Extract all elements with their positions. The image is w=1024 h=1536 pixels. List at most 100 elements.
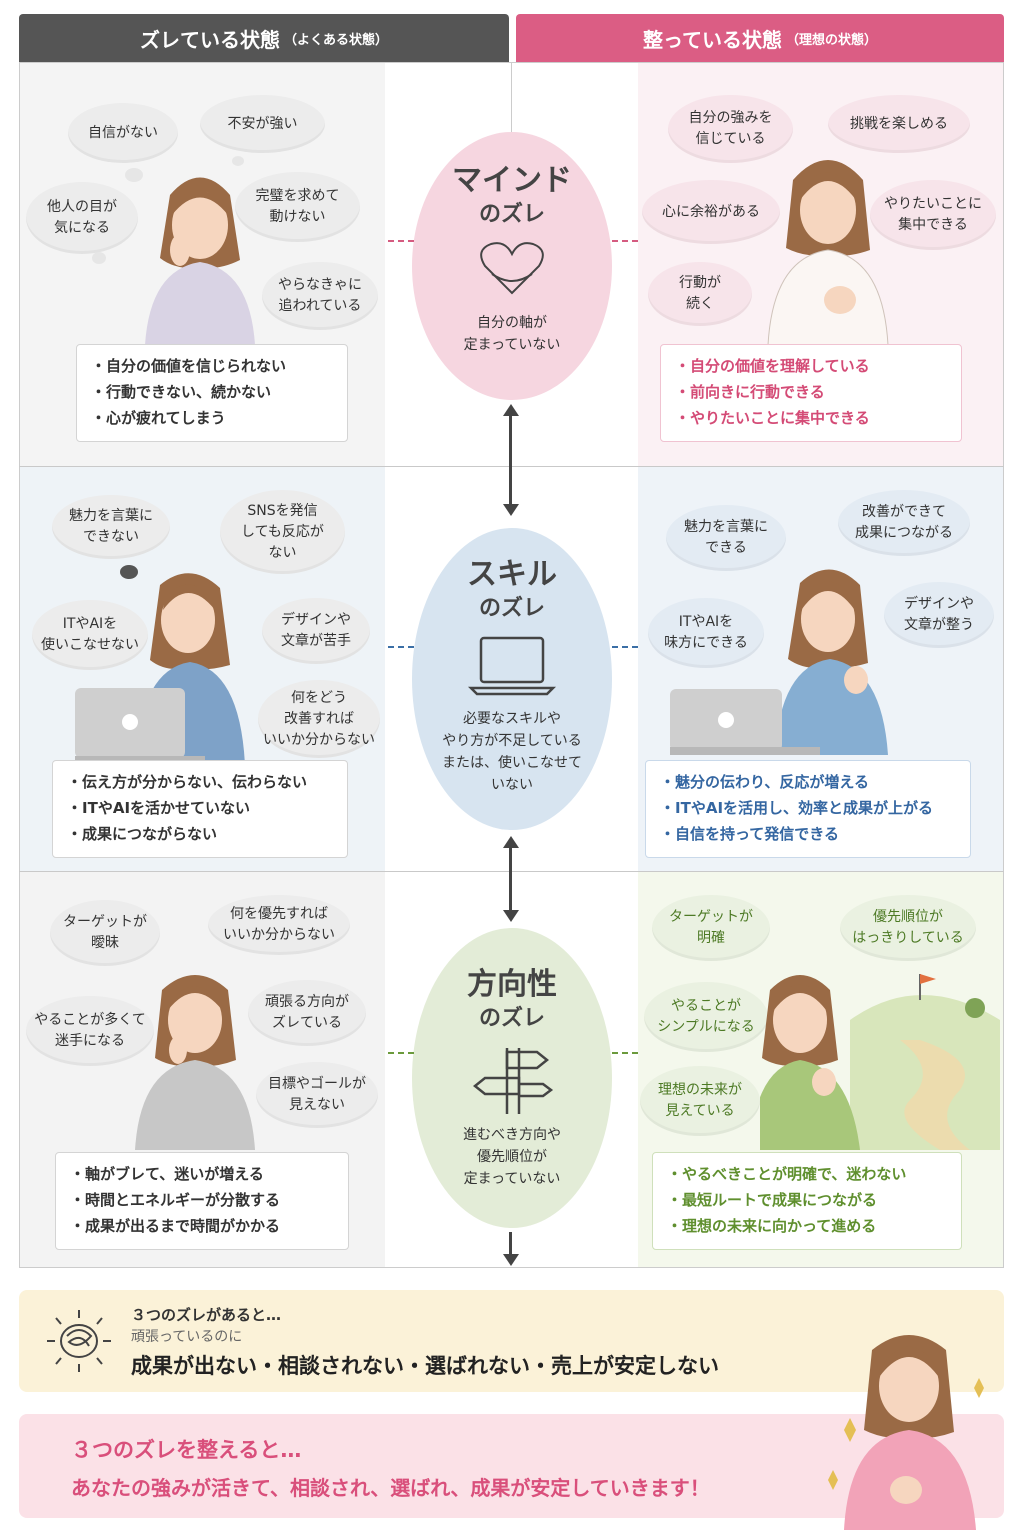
header-right-title: 整っている状態 — [642, 27, 782, 52]
hopeful-woman-with-hill-illustration — [760, 974, 1000, 1150]
skill-bad-list: 伝え方が分からない、伝わらない ITやAIを活かせていない 成果につながらない — [52, 760, 348, 858]
arrow-down-icon — [503, 1254, 519, 1266]
thought-bubble: 魅力を言葉に できる — [666, 505, 786, 571]
list-item: 自分の価値を信じられない — [91, 353, 333, 379]
laptop-icon — [467, 636, 557, 696]
thought-bubble: やることが シンプルになる — [644, 982, 768, 1052]
scribble-icon — [120, 565, 138, 579]
solution-banner: ３つのズレを整えると… あなたの強みが活きて、相談され、選ばれ、成果が安定してい… — [19, 1414, 1004, 1518]
list-item: 成果につながらない — [67, 821, 333, 847]
skill-desc-line3: または、使いこなせて — [442, 755, 582, 771]
list-item: 成果が出るまで時間がかかる — [70, 1213, 334, 1239]
thought-bubble: 自信がない — [68, 103, 178, 163]
list-item: 行動できない、続かない — [91, 379, 333, 405]
worried-woman-illustration — [145, 177, 255, 345]
thought-bubble: 何を優先すれば いいか分からない — [208, 895, 350, 955]
thought-bubble: 不安が強い — [200, 95, 325, 153]
thought-bubble: 何をどう 改善すれば いいか分からない — [258, 680, 380, 758]
mind-bad-list: 自分の価値を信じられない 行動できない、続かない 心が疲れてしまう — [76, 344, 348, 442]
lost-woman-illustration — [135, 975, 255, 1150]
bubble-dot — [232, 156, 244, 166]
list-item: 軸がブレて、迷いが増える — [70, 1161, 334, 1187]
thought-bubble: 優先順位が はっきりしている — [840, 895, 976, 961]
list-item: やるべきことが明確で、迷わない — [667, 1161, 947, 1187]
thought-bubble: 挑戦を楽しめる — [828, 95, 970, 153]
direction-desc-line1: 進むべき方向や — [463, 1127, 561, 1143]
thought-bubble: 改善ができて 成果につながる — [838, 490, 970, 556]
thought-bubble: デザインや 文章が苦手 — [262, 598, 370, 664]
banner1-line3: 成果が出ない・相談されない・選ばれない・売上が安定しない — [131, 1354, 719, 1378]
header-left-title: ズレている状態 — [139, 27, 280, 52]
double-arrow-icon — [503, 404, 519, 516]
thought-bubble: やらなきゃに 追われている — [262, 262, 378, 330]
confused-woman-with-laptop-illustration — [75, 573, 245, 765]
thought-bubble: やりたいことに 集中できる — [870, 180, 996, 250]
skill-sub: のズレ — [478, 596, 545, 621]
direction-title: 方向性 — [467, 967, 557, 1002]
list-item: ITやAIを活用し、効率と成果が上がる — [660, 795, 956, 821]
list-item: ITやAIを活かせていない — [67, 795, 333, 821]
skill-desc-line2: やり方が不足している — [442, 733, 582, 749]
connector-tick — [612, 646, 638, 648]
skill-good-list: 魅分の伝わり、反応が増える ITやAIを活用し、効率と成果が上がる 自信を持って… — [645, 760, 971, 858]
thought-bubble: 心に余裕がある — [642, 180, 780, 244]
thought-bubble: 頑張る方向が ズレている — [248, 980, 366, 1046]
direction-bad-list: 軸がブレて、迷いが増える 時間とエネルギーが分散する 成果が出るまで時間がかかる — [55, 1152, 349, 1250]
mind-center-oval: マインド のズレ 自分の軸が 定まっていない — [412, 132, 612, 400]
mind-desc-line1: 自分の軸が — [477, 315, 547, 331]
thought-bubble: 他人の目が 気になる — [26, 182, 138, 254]
header-good-state: 整っている状態（理想の状態） — [516, 14, 1004, 62]
connector-tick — [388, 1052, 414, 1054]
list-item: 自分の価値を理解している — [675, 353, 947, 379]
mind-good-list: 自分の価値を理解している 前向きに行動できる やりたいことに集中できる — [660, 344, 962, 442]
thought-bubble: 目標やゴールが 見えない — [256, 1062, 378, 1128]
bubble-dot — [92, 252, 106, 264]
banner1-line2: 頑張っているのに — [131, 1329, 243, 1345]
bubble-dot — [125, 168, 143, 182]
problem-banner: ３つのズレがあると… 頑張っているのに 成果が出ない・相談されない・選ばれない・… — [19, 1290, 1004, 1392]
skill-center-oval: スキル のズレ 必要なスキルや やり方が不足している または、使いこなせて いな… — [412, 528, 612, 830]
header-left-sub: （よくある状態） — [283, 32, 388, 48]
confident-woman-illustration — [767, 160, 889, 345]
arrow-down — [509, 1232, 512, 1260]
heart-icon — [480, 242, 544, 295]
thought-bubble: 行動が 続く — [648, 262, 752, 326]
double-arrow-icon — [503, 836, 519, 922]
skill-desc-line4: いない — [491, 777, 533, 793]
mind-desc-line2: 定まっていない — [463, 337, 561, 353]
list-item: 最短ルートで成果につながる — [667, 1187, 947, 1213]
thought-bubble: ITやAIを 使いこなせない — [32, 600, 148, 670]
direction-desc-line3: 定まっていない — [463, 1171, 561, 1187]
signpost-icon — [472, 1048, 554, 1114]
header-right-sub: （理想の状態） — [785, 32, 877, 48]
connector-tick — [388, 240, 414, 242]
banner2-line2: あなたの強みが活きて、相談され、選ばれ、成果が安定していきます！ — [71, 1476, 710, 1500]
mind-sub: のズレ — [478, 202, 545, 227]
list-item: 魅分の伝わり、反応が増える — [660, 769, 956, 795]
direction-center-oval: 方向性 のズレ 進むべき方向や 優先順位が 定まっていない — [412, 928, 612, 1228]
top-divider — [511, 62, 512, 152]
connector-tick — [388, 646, 414, 648]
list-item: 自信を持って発信できる — [660, 821, 956, 847]
happy-woman-with-laptop-illustration — [670, 569, 888, 755]
thought-bubble: デザインや 文章が整う — [884, 582, 994, 648]
list-item: 時間とエネルギーが分散する — [70, 1187, 334, 1213]
thought-bubble: ターゲットが 明確 — [652, 895, 770, 961]
thought-bubble: 自分の強みを 信じている — [668, 95, 793, 163]
list-item: 理想の未来に向かって進める — [667, 1213, 947, 1239]
tangled-thought-icon — [47, 1310, 111, 1372]
direction-good-list: やるべきことが明確で、迷わない 最短ルートで成果につながる 理想の未来に向かって… — [652, 1152, 962, 1250]
smiling-woman-illustration — [828, 1335, 984, 1530]
list-item: やりたいことに集中できる — [675, 405, 947, 431]
list-item: 心が疲れてしまう — [91, 405, 333, 431]
mind-title: マインド — [452, 163, 572, 198]
skill-title: スキル — [467, 557, 557, 592]
direction-desc-line2: 優先順位が — [477, 1149, 547, 1165]
thought-bubble: ターゲットが 曖昧 — [50, 900, 160, 966]
thought-bubble: 完璧を求めて 動けない — [235, 172, 360, 242]
thought-bubble: SNSを発信 しても反応が ない — [220, 490, 345, 574]
connector-tick — [612, 1052, 638, 1054]
thought-bubble: 魅力を言葉に できない — [52, 495, 170, 559]
thought-bubble: やることが多くて 迷手になる — [26, 996, 154, 1066]
list-item: 伝え方が分からない、伝わらない — [67, 769, 333, 795]
